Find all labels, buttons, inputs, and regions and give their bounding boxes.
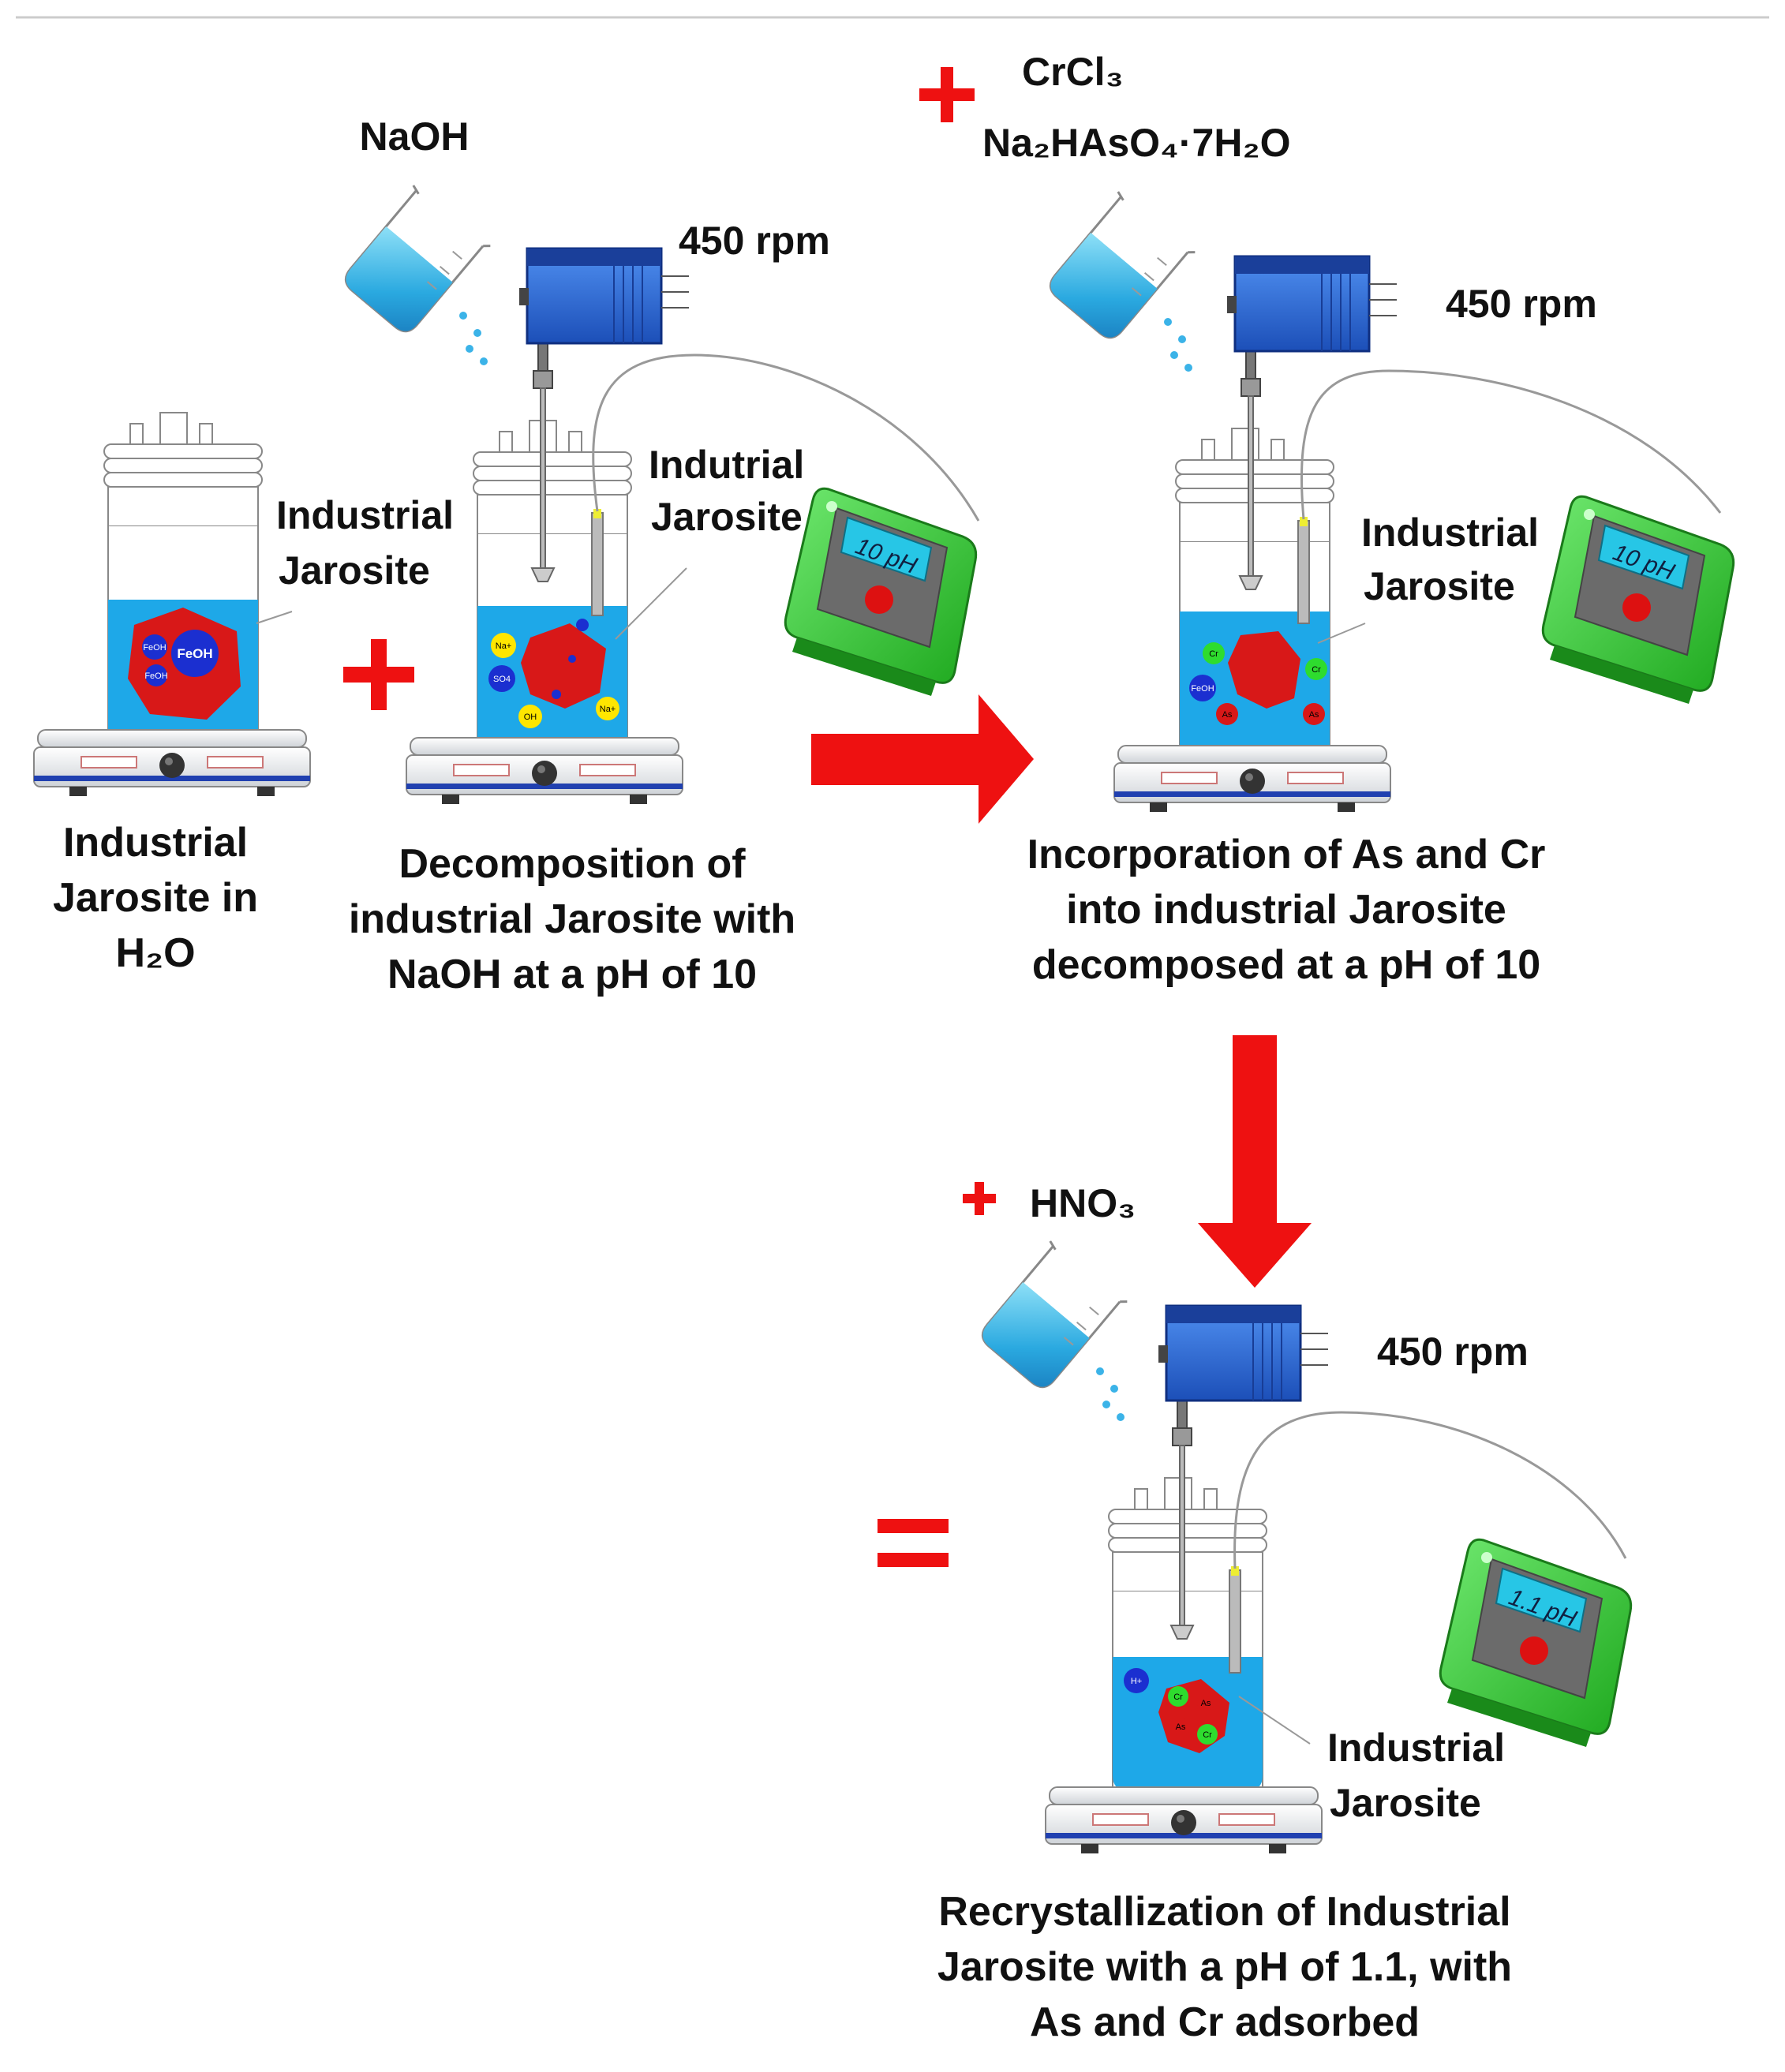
ion-label: Cr [1209,649,1218,659]
step2-apparatus: Na+ SO4 OH Na+ [406,247,980,805]
equals-icon [878,1519,949,1567]
ion-label: OH [524,712,537,722]
ion-label: FeOH [1191,684,1214,694]
step3-apparatus: Cr Cr FeOH As As [1113,255,1722,813]
jar3-label: Industrial [1361,511,1539,555]
step3-caption: into industrial Jarosite [1066,887,1506,933]
ion-label: FeOH [177,646,212,661]
rpm1-label: 450 rpm [679,219,830,263]
beaker-naoh-icon [335,181,492,367]
jar1-label: Jarosite [279,548,430,593]
arrow-right-icon [811,694,1034,824]
step4-apparatus: H+ Cr As As Cr [1045,1304,1627,1854]
ion-label: H+ [1131,1677,1142,1686]
jar2-label: Jarosite [651,495,803,539]
ion-label: As [1176,1722,1186,1732]
ion-label: FeOH [143,643,166,653]
jar1-label: Industrial [276,493,454,537]
step3-caption: Incorporation of As and Cr [1027,832,1546,877]
hno3-label: HNO₃ [1030,1181,1136,1225]
ion-label: SO4 [493,675,511,684]
beaker-cr-as-icon [1039,188,1196,373]
jar3-particle [1228,631,1300,709]
ion-label: Na+ [600,705,616,714]
ion-label: As [1309,710,1319,720]
plus-icon [963,1182,996,1215]
arsenate-label: Na₂HAsO₄·7H₂O [982,121,1291,165]
step4-caption: Recrystallization of Industrial [938,1889,1510,1935]
jar2-particle [521,623,606,709]
rpm2-label: 450 rpm [1446,282,1597,326]
ion-label: Na+ [496,641,512,651]
plus-icon [343,639,414,710]
jar2-label: Indutrial [649,443,804,487]
step4-caption: As and Cr adsorbed [1030,1999,1420,2045]
ph-meter-3: 1.1 pH [1439,1538,1633,1748]
ph-meter-1: 10 pH [784,487,978,698]
ph-meter-2: 10 pH [1541,495,1735,705]
naoh-label: NaOH [360,114,470,159]
step1-caption: H₂O [115,930,195,976]
arrow-down-icon [1198,1035,1312,1288]
ion-label: Cr [1203,1730,1212,1740]
jar4-label: Jarosite [1330,1781,1481,1825]
step1-caption: Industrial [63,820,248,866]
plus-icon [919,67,975,122]
ion-label: As [1201,1699,1211,1708]
step4-caption: Jarosite with a pH of 1.1, with [937,1944,1512,1990]
beaker-hno3-icon [971,1237,1128,1423]
ion-label: FeOH [144,671,167,681]
step2-caption: industrial Jarosite with [349,896,795,942]
step1-apparatus: FeOH FeOH FeOH [33,412,311,797]
crcl3-label: CrCl₃ [1022,50,1124,94]
jar3-label: Jarosite [1364,564,1515,608]
step3-caption: decomposed at a pH of 10 [1032,942,1540,988]
ion-label: Cr [1312,665,1321,675]
ion-label: Cr [1173,1692,1183,1702]
rpm3-label: 450 rpm [1377,1330,1529,1374]
ion-label: As [1222,710,1233,720]
step1-caption: Jarosite in [53,875,258,921]
step2-caption: NaOH at a pH of 10 [387,952,757,997]
step2-caption: Decomposition of [399,841,746,887]
jar4-label: Industrial [1327,1726,1505,1770]
